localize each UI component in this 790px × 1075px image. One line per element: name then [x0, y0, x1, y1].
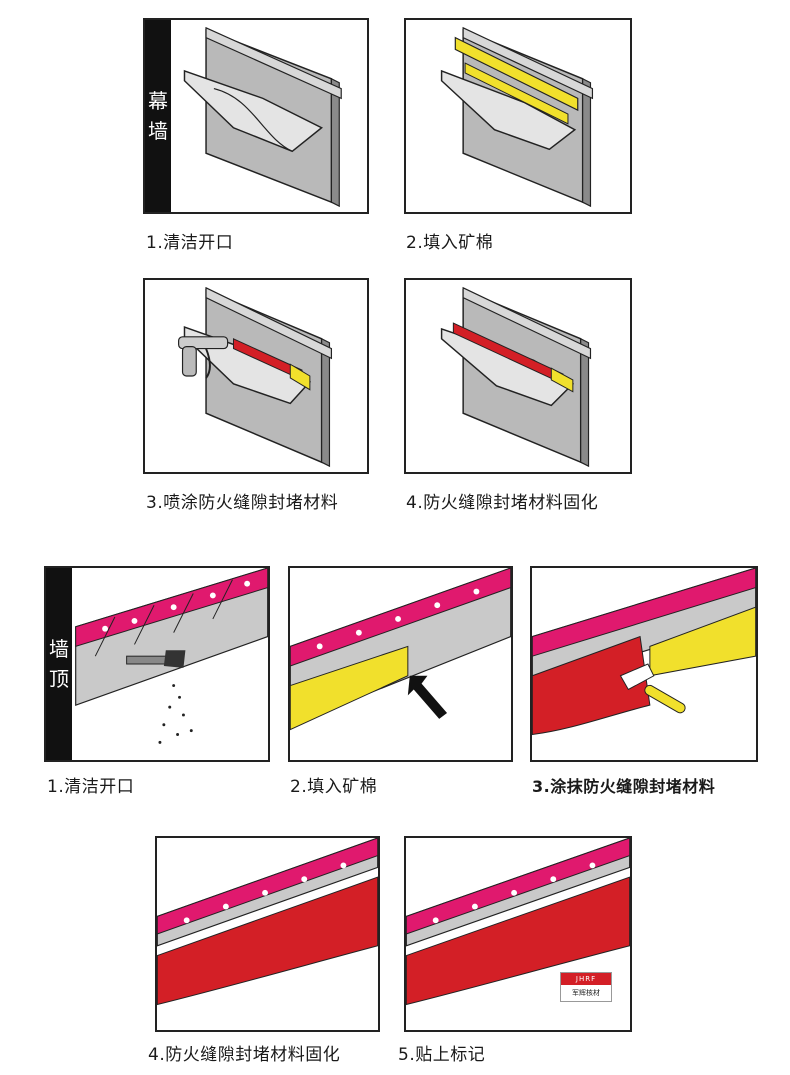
step-caption: 5.贴上标记: [398, 1045, 486, 1065]
wall-top-step-5-panel: JHRF 军辉核材: [404, 836, 632, 1032]
side-label-char: 墙: [49, 637, 69, 661]
step-caption: 2.填入矿棉: [406, 233, 494, 253]
step-caption: 3.涂抹防火缝隙封堵材料: [532, 777, 716, 796]
curtain-wall-step-4-panel: [404, 278, 632, 474]
curtain-wall-clean-illustration: [183, 26, 342, 208]
fire-seal-label-badge: JHRF 军辉核材: [560, 972, 612, 1002]
spray-gun-icon: [178, 336, 229, 379]
step-caption: 1.清洁开口: [146, 233, 234, 253]
wall-top-step-2-panel: [288, 566, 513, 762]
side-label-char: 顶: [49, 667, 69, 691]
curtain-wall-step-1-panel: [143, 18, 369, 214]
step-caption: 2.填入矿棉: [290, 777, 378, 797]
curtain-wall-step-2-panel: [404, 18, 632, 214]
side-label-char: 墙: [148, 119, 168, 143]
wall-top-side-label: 墙 顶: [46, 568, 72, 760]
side-label-char: 幕: [148, 89, 168, 113]
wall-top-label-illustration: [406, 838, 630, 1006]
curtain-wall-fill-wool-illustration: [440, 26, 594, 208]
curtain-wall-step-3-panel: [143, 278, 369, 474]
wall-top-step-1-panel: [44, 566, 270, 762]
paint-brush-icon: [619, 663, 686, 714]
wall-top-step-3-panel: [530, 566, 758, 762]
curtain-wall-spray-illustration: [178, 286, 333, 468]
step-caption: 1.清洁开口: [47, 777, 135, 797]
step-caption: 3.喷涂防火缝隙封堵材料: [146, 493, 339, 513]
wall-top-apply-sealant-illustration: [532, 568, 756, 736]
arrow-icon: [407, 675, 448, 719]
wall-top-step-4-panel: [155, 836, 380, 1032]
label-brand: JHRF: [561, 973, 611, 985]
wall-top-cured-illustration: [157, 838, 378, 1006]
curtain-wall-cured-illustration: [440, 286, 592, 468]
wall-top-fill-wool-illustration: [290, 568, 511, 731]
curtain-wall-side-label: 幕 墙: [145, 20, 171, 212]
wall-top-clean-illustration: [75, 568, 268, 744]
label-text: 军辉核材: [572, 989, 600, 997]
step-caption: 4.防火缝隙封堵材料固化: [148, 1045, 341, 1065]
step-caption: 4.防火缝隙封堵材料固化: [406, 493, 599, 513]
brush-icon: [126, 650, 186, 668]
